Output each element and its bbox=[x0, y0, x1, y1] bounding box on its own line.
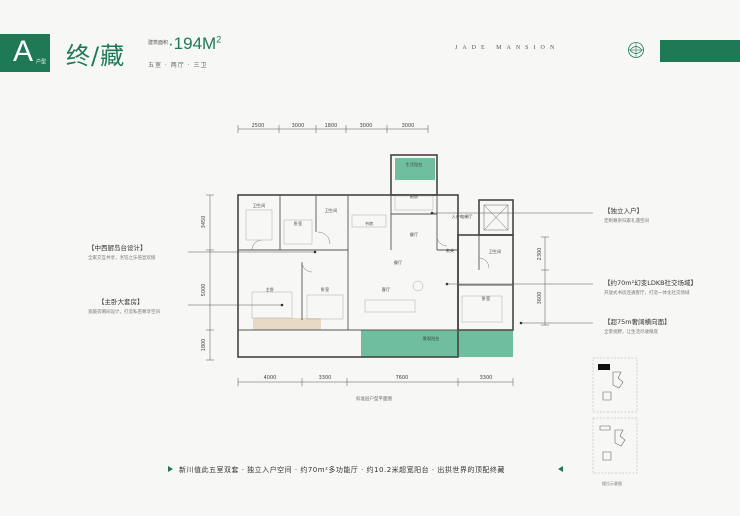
note-desc-kitchen: 全家交互共享，烹饪之乐倍显欢愉 bbox=[88, 256, 156, 261]
unit-badge: A 户型 bbox=[0, 34, 50, 72]
room-bedroom3: 卧室 bbox=[482, 295, 490, 302]
room-entry: 玄关 bbox=[446, 247, 454, 254]
room-balcony-top: 生活阳台 bbox=[406, 161, 423, 168]
room-master: 主卧 bbox=[266, 286, 274, 293]
note-desc-ldkb: 开放式书房连通客厅，打造一体化社交场域 bbox=[604, 291, 690, 296]
room-bedroom1: 卧室 bbox=[294, 220, 302, 227]
room-balcony-main: 景观阳台 bbox=[423, 335, 440, 342]
dim-bottom-4: 3300 bbox=[480, 375, 493, 381]
dim-bottom-3: 7600 bbox=[396, 375, 409, 381]
area-label: 建筑面积 bbox=[148, 40, 169, 46]
dim-left-1: 3450 bbox=[201, 216, 207, 229]
dim-right-1: 2300 bbox=[537, 248, 543, 261]
dim-top-4: 3000 bbox=[360, 123, 373, 129]
note-desc-master: 宽敞衣帽间设计，打造私密尊享空间 bbox=[88, 310, 160, 315]
note-title-ldkb: 【约70m²幻变LDKB社交场域】 bbox=[604, 279, 698, 287]
page-title: 终/藏 bbox=[66, 42, 126, 70]
dim-left-3: 1800 bbox=[201, 339, 207, 352]
note-desc-entry: 定制尊崇归家礼遇空间 bbox=[604, 219, 649, 224]
room-hall: 餐厅 bbox=[394, 259, 402, 266]
room-foyer: 入户电梯厅 bbox=[452, 213, 473, 220]
plan-caption: 标准层户型平面图 bbox=[356, 397, 392, 402]
room-bath2: 卫生间 bbox=[325, 207, 338, 214]
dim-bottom-1: 4000 bbox=[264, 375, 277, 381]
room-bath3: 卫生间 bbox=[489, 248, 502, 255]
footer-slogan: 新川值此五室双套 · 独立入户空间 · 约70m²多功能厅 · 约10.2米超宽… bbox=[179, 466, 505, 474]
brand-name: JADE MANSION bbox=[455, 45, 560, 51]
dim-top-3: 1800 bbox=[325, 123, 338, 129]
note-title-facade: 【超75m奢阔横向面】 bbox=[604, 318, 671, 326]
area-sup: 2 bbox=[216, 34, 222, 45]
note-title-kitchen: 【中西厨岛台设计】 bbox=[88, 244, 147, 252]
balcony-top bbox=[395, 158, 435, 180]
balcony-main bbox=[361, 330, 513, 357]
area-value: ·194M2 bbox=[168, 34, 222, 53]
dim-bottom-2: 3300 bbox=[319, 375, 332, 381]
dim-right-2: 3600 bbox=[537, 292, 543, 305]
room-study: 书房 bbox=[365, 220, 373, 227]
area-number: 194 bbox=[173, 34, 203, 53]
room-bedroom2: 卧室 bbox=[321, 286, 329, 293]
unit-badge-sub: 户型 bbox=[36, 59, 47, 65]
room-living: 客厅 bbox=[382, 286, 390, 293]
master-wardrobe bbox=[253, 318, 321, 330]
footer-left-triangle-icon bbox=[168, 466, 173, 472]
room-bath1: 卫生间 bbox=[253, 202, 266, 209]
room-kitchen: 厨房 bbox=[410, 193, 418, 200]
dim-left-2: 5000 bbox=[201, 284, 207, 297]
note-desc-facade: 全景视野，让生活尽收眼底 bbox=[604, 330, 658, 335]
key-plan bbox=[592, 357, 638, 474]
dim-top-1: 2500 bbox=[252, 123, 265, 129]
unit-letter: A bbox=[13, 35, 34, 68]
key-plan-caption: 楼位示意图 bbox=[602, 481, 622, 486]
room-dining: 餐厅 bbox=[410, 231, 418, 238]
dim-top-5: 3000 bbox=[402, 123, 415, 129]
footer-right-triangle-icon bbox=[558, 466, 563, 472]
note-title-master: 【主卧大套房】 bbox=[98, 298, 144, 306]
area-unit: M bbox=[202, 34, 217, 53]
brand-logo-icon bbox=[628, 42, 644, 58]
header-accent-bar bbox=[660, 40, 740, 62]
dim-top-2: 3000 bbox=[292, 123, 305, 129]
room-config: 五室 · 两厅 · 三卫 bbox=[148, 62, 208, 69]
note-title-entry: 【独立入户】 bbox=[604, 207, 643, 215]
